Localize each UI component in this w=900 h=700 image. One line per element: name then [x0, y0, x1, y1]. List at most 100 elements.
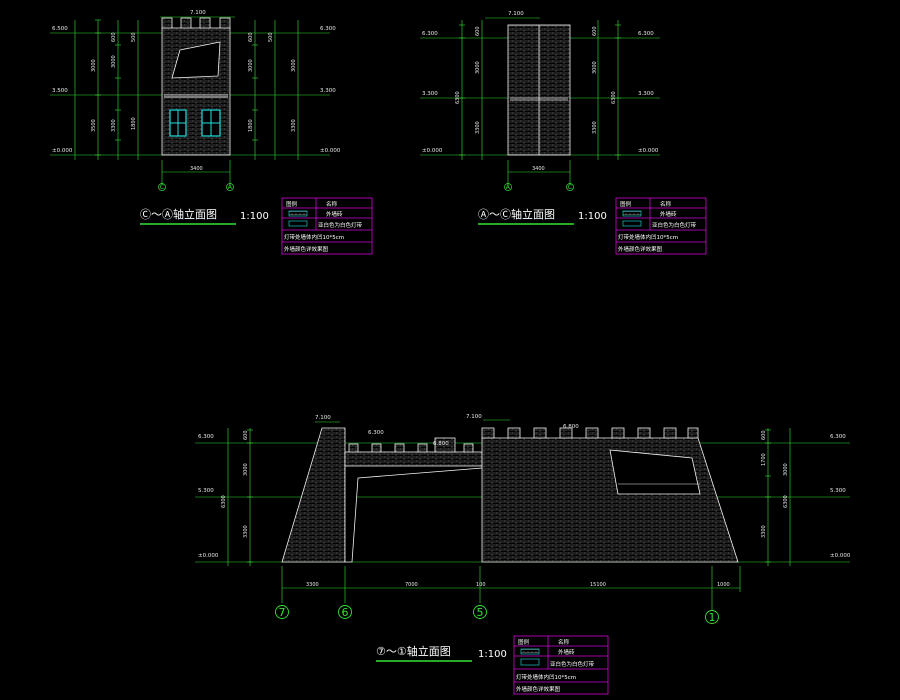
- dim: 500: [268, 32, 274, 42]
- legend-row2: 亚白色为白色灯带: [550, 660, 595, 668]
- dim: 6300: [611, 91, 617, 104]
- level-right-2: 5.300: [830, 488, 846, 494]
- level-left-3: ±0.000: [52, 148, 73, 154]
- top-level: 7.100: [315, 415, 331, 421]
- dim: 3000: [291, 59, 297, 72]
- dim: 6300: [455, 91, 461, 104]
- level-right-2: 3.300: [638, 91, 654, 97]
- legend-note1: 灯带处墙体内凹10*5cm: [284, 233, 344, 241]
- legend-row1: 外墙砖: [326, 210, 343, 218]
- dim: 3300: [592, 121, 598, 134]
- legend-note1: 灯带处墙体内凹10*5cm: [516, 673, 576, 681]
- dim: 3500: [91, 119, 97, 132]
- legend-note2: 外墙颜色详效果图: [284, 245, 329, 253]
- legend-row2: 亚白色为白色灯带: [652, 221, 697, 229]
- legend-row2: 亚白色为白色灯带: [318, 221, 363, 229]
- dim: 3300: [243, 525, 249, 538]
- level-left-1: 6.500: [52, 26, 68, 32]
- dim: 600: [243, 430, 249, 440]
- legend-row1: 外墙砖: [558, 648, 575, 656]
- dim: 3300: [111, 119, 117, 132]
- legend-header-symbol: 图例: [286, 200, 298, 208]
- elevation-a-c: A C 7.100 6.300 3.300 ±0.000 6.300 3.300…: [420, 11, 660, 225]
- main-opening: [609, 449, 701, 495]
- level-left-1: 6.300: [422, 31, 438, 37]
- title-a-c: Ⓐ～Ⓒ轴立面图: [478, 207, 555, 221]
- dim: 600: [761, 430, 767, 440]
- dim: 3000: [592, 61, 598, 74]
- top-level: 6.300: [368, 430, 384, 436]
- dim: 3400: [190, 166, 203, 172]
- dim: 3000: [243, 463, 249, 476]
- legend-header-name: 名称: [558, 638, 570, 646]
- legend-row1: 外墙砖: [660, 210, 677, 218]
- level-right-3: ±0.000: [320, 148, 341, 154]
- level-right-1: 6.300: [320, 26, 336, 32]
- upper-opening: [171, 41, 221, 79]
- dim: 1800: [248, 119, 254, 132]
- axis-a: A: [228, 184, 233, 191]
- dim: 6300: [221, 495, 227, 508]
- level-right-3: ±0.000: [830, 553, 851, 559]
- axis-5: 5: [477, 606, 484, 619]
- legend-note2: 外墙颜色详效果图: [516, 685, 561, 693]
- legend-header-symbol: 图例: [518, 638, 530, 646]
- level-left-2: 5.300: [198, 488, 214, 494]
- dim: 3000: [111, 55, 117, 68]
- axis-c: C: [568, 184, 572, 191]
- axis-6: 6: [342, 606, 349, 619]
- dim: 3300: [761, 525, 767, 538]
- dim: 3300: [475, 121, 481, 134]
- top-level: 7.100: [508, 11, 524, 17]
- legend-1: 图例 名称 外墙砖 亚白色为白色灯带 灯带处墙体内凹10*5cm 外墙颜色详效果…: [281, 197, 373, 255]
- dim: 600: [248, 32, 254, 42]
- dim: 1000: [717, 582, 730, 588]
- dim: 3000: [248, 59, 254, 72]
- level-left-2: 3.500: [52, 88, 68, 94]
- axis-a: A: [506, 184, 511, 191]
- level-right-2: 3.300: [320, 88, 336, 94]
- dim: 100: [476, 582, 486, 588]
- dim: 600: [592, 26, 598, 36]
- dim: 600: [111, 32, 117, 42]
- dim: 3000: [475, 61, 481, 74]
- axis-7: 7: [279, 606, 286, 619]
- level-right-3: ±0.000: [638, 148, 659, 154]
- scale-c-a: 1:100: [240, 211, 269, 222]
- legend-note2: 外墙颜色详效果图: [618, 245, 663, 253]
- legend-header-name: 名称: [326, 200, 338, 208]
- top-level: 7.100: [190, 10, 206, 16]
- dim: 600: [475, 26, 481, 36]
- level-left-2: 3.300: [422, 91, 438, 97]
- dim: 7000: [405, 582, 418, 588]
- dim: 1800: [131, 117, 137, 130]
- level-left-3: ±0.000: [198, 553, 219, 559]
- top-level: 6.800: [563, 424, 579, 430]
- legend-3: 图例 名称 外墙砖 亚白色为白色灯带 灯带处墙体内凹10*5cm 外墙颜色详效果…: [513, 635, 609, 695]
- scale-7-1: 1:100: [478, 649, 507, 660]
- top-level: 6.800: [433, 441, 449, 447]
- elevation-c-a: C A 7.100 6.500 3.500 ±0.000 6.300 3.300…: [50, 10, 341, 225]
- elevation-7-1: 7 6 5 1 7.100 6.300 7.100 6.800 6.800 6.…: [195, 414, 851, 662]
- scale-a-c: 1:100: [578, 211, 607, 222]
- legend-note1: 灯带处墙体内凹10*5cm: [618, 233, 678, 241]
- axis-1: 1: [709, 611, 716, 624]
- level-left-1: 6.300: [198, 434, 214, 440]
- dim: 1700: [761, 453, 767, 466]
- dim: 6300: [783, 495, 789, 508]
- legend-2: 图例 名称 外墙砖 亚白色为白色灯带 灯带处墙体内凹10*5cm 外墙颜色详效果…: [615, 197, 707, 255]
- title-7-1: ⑦～①轴立面图: [376, 644, 451, 658]
- dim: 3400: [532, 166, 545, 172]
- dim: 3000: [783, 463, 789, 476]
- title-c-a: Ⓒ～Ⓐ轴立面图: [140, 207, 217, 221]
- axis-c: C: [160, 184, 164, 191]
- top-level: 7.100: [466, 414, 482, 420]
- dim: 15100: [590, 582, 606, 588]
- dim: 500: [131, 32, 137, 42]
- level-right-1: 6.300: [638, 31, 654, 37]
- dim: 3300: [306, 582, 319, 588]
- dim: 3000: [91, 59, 97, 72]
- level-left-3: ±0.000: [422, 148, 443, 154]
- legend-header-name: 名称: [660, 200, 672, 208]
